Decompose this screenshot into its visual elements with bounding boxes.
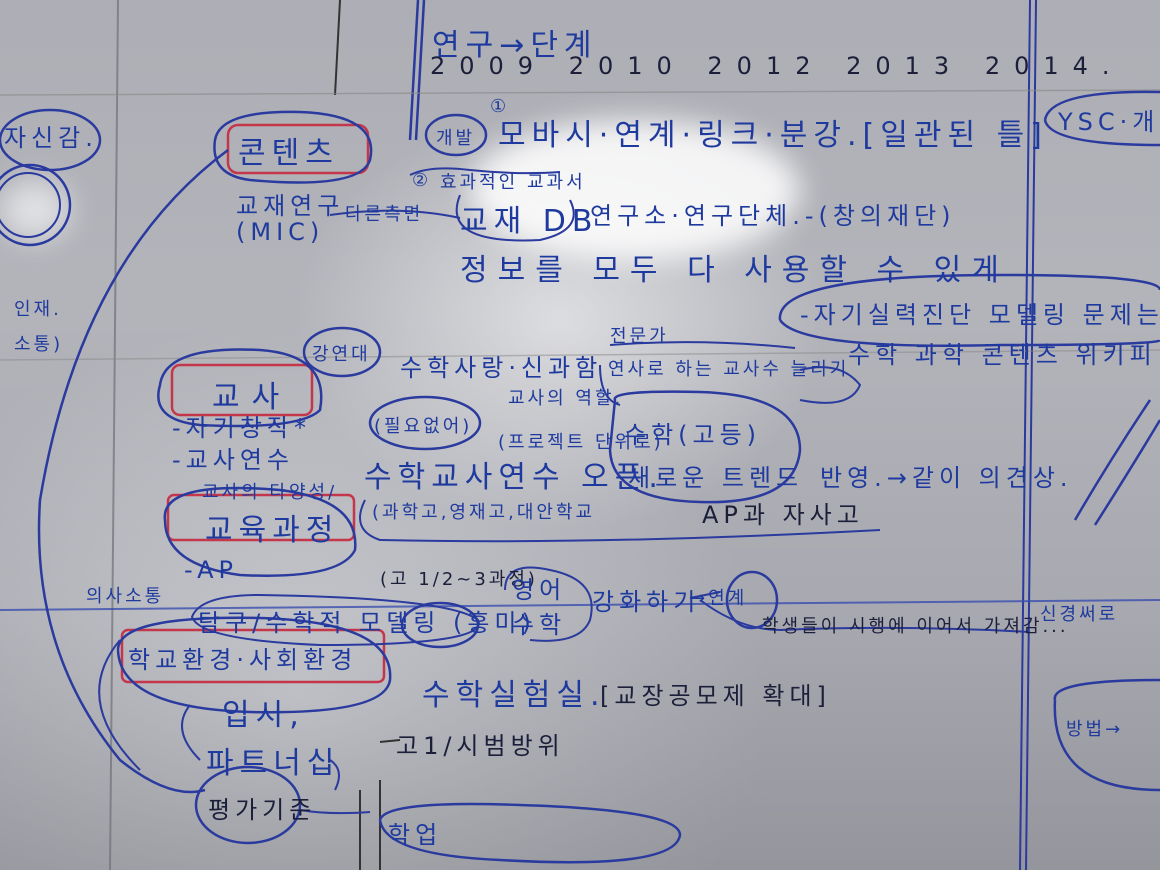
num-1: ① xyxy=(490,96,510,117)
left-self-confidence: 자신감. xyxy=(4,124,98,152)
teacher-diversity: 교사의 다양성/ xyxy=(202,482,338,503)
mic-label: (MIC) xyxy=(236,218,325,246)
project-based: (프로젝트 단위로) xyxy=(498,432,664,453)
header-title: 연구→단계 xyxy=(432,28,598,63)
gather-info: 정보를 모두 다 사용할 수 있게 xyxy=(460,253,1009,288)
invite-label: 강연대 xyxy=(312,344,371,365)
explore-modeling: 탐구/수학적 모델링 (흥미) xyxy=(198,609,536,637)
light-glare xyxy=(0,180,70,240)
teachers-label: 교사 xyxy=(212,380,292,415)
reflect-note: 반영.→같이 의견상. xyxy=(820,464,1073,492)
black-mark xyxy=(334,0,341,96)
self-creation: -자기창작* xyxy=(172,414,311,442)
school-types: (과학고,영재고,대안학교 xyxy=(372,502,596,523)
training-open: 수학교사연수 오픈. xyxy=(364,460,664,495)
institutes: 연구소·연구단체.-(창의재단) xyxy=(590,202,956,230)
arrow-link: →연계 xyxy=(690,588,748,609)
math-high: 수학(고등) xyxy=(624,421,762,449)
header-years: 2009 2010 2012 2013 2014. xyxy=(430,52,1124,80)
board-seam xyxy=(109,0,119,870)
teacher-role: 교사의 역할. xyxy=(508,388,624,409)
partial-sink: 신경써로 xyxy=(1040,604,1119,625)
needed-note: (필요없어) xyxy=(374,416,473,437)
board-seam xyxy=(0,349,1160,361)
support-desk: 학생들이 시행에 이어서 가져감... xyxy=(762,616,1069,637)
school-environment-label: 학교환경·사회환경 xyxy=(128,646,358,674)
high-grade: (고 1/2~3과정) xyxy=(380,569,538,590)
development-label: 개발 xyxy=(436,128,476,149)
blue-divider xyxy=(1025,0,1037,870)
board-seam xyxy=(0,89,1160,96)
math-lab: 수학실험실. xyxy=(422,678,606,713)
experts-inviting: 연사로 하는 교사수 늘리기 xyxy=(608,359,850,380)
left-people: 인재. xyxy=(14,299,62,320)
ap-seat: AP과 자사고 xyxy=(702,501,864,529)
blue-divider xyxy=(408,0,420,141)
english-math: 영어 수학 xyxy=(512,576,567,639)
development-items: 모바시·연계·링크·분강.[일관된 틀] xyxy=(498,118,1048,153)
teacher-training: -교사연수 xyxy=(172,446,294,474)
admissions: 입시, xyxy=(222,698,305,733)
ysc-label: YSC·개념 xyxy=(1058,108,1160,136)
partnership: 파트너십 xyxy=(206,746,341,781)
expert-label: 전문가 xyxy=(610,326,669,347)
contents-label: 콘텐츠 xyxy=(238,136,339,171)
principal-expand: [교장공모제 확대] xyxy=(600,682,831,710)
math-science-content: 수학 과학 콘텐츠 위키피 xyxy=(848,341,1157,369)
horizontal-line xyxy=(0,599,1160,611)
ap-label: -AP xyxy=(184,556,239,584)
new-trend: 새로운 트렌드 xyxy=(628,464,804,492)
light-glare xyxy=(470,120,800,260)
num-2: ② xyxy=(412,170,432,191)
pilot-note: 고1/시범방위 xyxy=(396,732,565,760)
effective-textbook: 효과적인 교과서 xyxy=(440,172,586,193)
textbook-research: 교재연구 xyxy=(236,192,345,220)
math-events: 수학사랑·신과함 xyxy=(400,354,603,382)
academic: 학업 xyxy=(388,821,443,849)
evaluation: 평가기준 xyxy=(208,796,317,824)
method-arrow: 방법→ xyxy=(1066,719,1124,740)
decision-label: 의사소통 xyxy=(86,586,165,607)
blue-divider xyxy=(414,0,426,141)
curriculum-label: 교육과정 xyxy=(205,513,340,548)
reinforce: 강화하기 xyxy=(592,588,701,616)
left-communication: 소통) xyxy=(14,334,64,355)
blue-divider xyxy=(1019,0,1031,870)
textbook-db: 교재 DB xyxy=(460,204,599,239)
self-diagnosis: -자기실력진단 모델링 문제는 xyxy=(800,301,1160,329)
other-side: 다른측면 xyxy=(345,204,424,225)
